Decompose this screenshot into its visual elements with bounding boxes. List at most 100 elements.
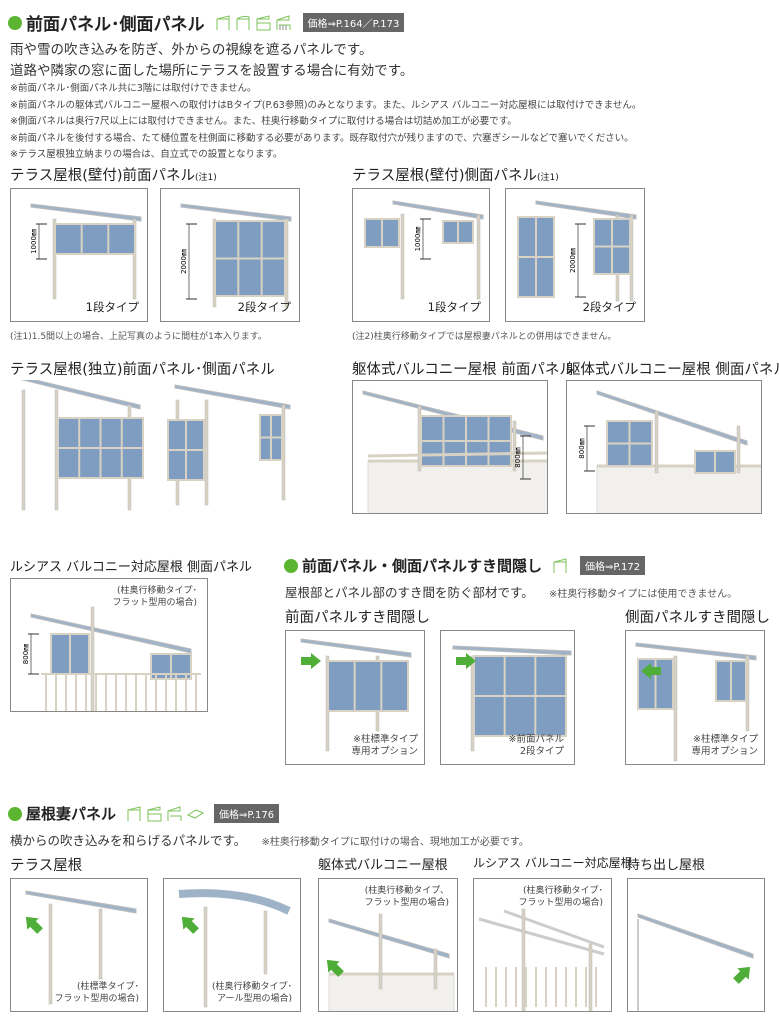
image-note: (柱奥行移動タイプ･フラット型用の場合) xyxy=(518,885,603,909)
balcony-icon xyxy=(147,805,162,821)
note: ※テラス屋根独立納まりの場合は、自立式での設置となります。 xyxy=(10,149,283,160)
subheading: 側面パネルすき間隠し xyxy=(625,610,770,626)
note-line: ※前面パネル xyxy=(508,734,564,745)
type-label: 2段タイプ xyxy=(237,300,291,314)
price-badge: 価格⇒P.164／P.173 xyxy=(302,13,405,32)
image-note: (柱標準タイプ･ フラット型用の場合) xyxy=(54,981,139,1005)
section-title: 屋根妻パネル xyxy=(26,805,117,823)
section-title: 前面パネル・側面パネルすき間隠し xyxy=(302,557,543,575)
description-line: 雨や雪の吹き込みを防ぎ、外からの視線を遮るパネルです。 xyxy=(10,42,373,58)
type-label: 1段タイプ xyxy=(427,300,481,314)
note-line: ※柱標準タイプ xyxy=(693,734,758,745)
note: ※柱奥行移動タイプに取付けの場合、現地加工が必要です。 xyxy=(261,837,529,848)
section-gap-cover-header: 前面パネル・側面パネルすき間隠し 価格⇒P.172 xyxy=(284,555,646,576)
note-line: フラット型用の場合) xyxy=(112,598,197,608)
image-note: ※柱標準タイプ専用オプション xyxy=(691,734,758,758)
image-note: (柱奥行移動タイプ、フラット型用の場合) xyxy=(364,885,449,909)
product-illustration: 1000㎜ xyxy=(364,200,484,300)
cantilever-icon xyxy=(186,808,205,819)
note-line: フラット型用の場合) xyxy=(364,898,449,908)
type-label: 2段タイプ xyxy=(582,300,636,314)
product-illustration xyxy=(452,645,572,752)
product-image: (柱奥行移動タイプ、フラット型用の場合) xyxy=(318,878,458,1012)
product-illustration: 800㎜ xyxy=(22,606,201,711)
product-image: (柱奥行移動タイプ･ アール型用の場合) xyxy=(163,878,301,1012)
product-illustration xyxy=(20,380,144,511)
note-line: (柱奥行移動タイプ･ xyxy=(116,586,197,596)
product-illustration xyxy=(300,638,412,752)
svg-text:2000㎜: 2000㎜ xyxy=(569,248,577,273)
product-illustration: 800㎜ xyxy=(362,390,547,513)
note-line: (柱奥行移動タイプ、 xyxy=(364,886,449,896)
description: 屋根部とパネル部のすき間を防ぐ部材です。 xyxy=(285,585,534,600)
price-badge: 価格⇒P.176 xyxy=(214,804,280,823)
footnote-ref: (注1) xyxy=(195,173,217,183)
product-illustration xyxy=(178,889,291,1008)
subheading: 持ち出し屋根 xyxy=(627,858,706,873)
note: ※前面パネルの躯体式バルコニー屋根への取付けはBタイプ(P.63参照)のみとなり… xyxy=(10,99,642,111)
product-image xyxy=(10,380,150,514)
note-line: (柱標準タイプ･ xyxy=(76,982,139,992)
bullet-icon xyxy=(8,15,22,30)
footnote: (注2)柱奥行移動タイプでは屋根妻パネルとの併用はできません。 xyxy=(352,332,617,342)
terrace-icon xyxy=(127,805,141,821)
lucias-icon xyxy=(167,805,182,821)
section-title: 前面パネル･側面パネル xyxy=(26,15,205,35)
note: ※側面パネルは奥行7尺以上には取付けできません。また、柱奥行移動タイプに取付ける… xyxy=(10,116,517,127)
subheading: テラス屋根(壁付)前面パネル(注1) xyxy=(10,164,217,185)
note-line: フラット型用の場合) xyxy=(54,994,139,1004)
terrace-r-icon xyxy=(236,15,249,30)
svg-text:800㎜: 800㎜ xyxy=(514,447,522,467)
image-note: ※柱標準タイプ専用オプション xyxy=(351,734,418,758)
product-image: 800㎜ xyxy=(352,380,548,514)
product-illustration xyxy=(167,384,291,506)
lucias-icon xyxy=(276,14,290,30)
product-image: 2000㎜ 2段タイプ xyxy=(505,188,645,322)
balcony-icon xyxy=(256,14,270,30)
image-note: (柱奥行移動タイプ･ アール型用の場合) xyxy=(212,981,292,1005)
product-illustration: 2000㎜ xyxy=(180,203,292,308)
product-illustration xyxy=(326,913,455,1011)
note-line: アール型用の場合) xyxy=(217,994,292,1004)
subheading: 躯体式バルコニー屋根 xyxy=(318,858,448,873)
subheading: 躯体式バルコニー屋根 前面パネル xyxy=(352,362,574,378)
description-line: 道路や隣家の窓に面した場所にテラスを設置する場合に有効です。 xyxy=(10,63,414,79)
svg-text:1000㎜: 1000㎜ xyxy=(414,227,422,252)
subheading: 躯体式バルコニー屋根 側面パネル xyxy=(566,362,779,378)
subheading: テラス屋根(独立)前面パネル･側面パネル xyxy=(10,362,275,378)
terrace-icon xyxy=(216,14,229,30)
svg-text:800㎜: 800㎜ xyxy=(22,644,30,664)
product-illustration: 2000㎜ xyxy=(517,200,637,302)
product-illustration xyxy=(478,908,605,1011)
note-line: (柱奥行移動タイプ･ xyxy=(211,982,292,992)
description: 横からの吹き込みを和らげるパネルです。 xyxy=(10,833,247,848)
bullet-icon xyxy=(8,806,22,821)
footnote-ref: (注1) xyxy=(537,173,559,183)
product-type-icons xyxy=(552,557,570,575)
product-image: 800㎜ (柱奥行移動タイプ･ フラット型用の場合) xyxy=(10,578,208,712)
product-type-icons xyxy=(215,14,293,32)
product-type-icons xyxy=(126,805,205,823)
svg-text:1000㎜: 1000㎜ xyxy=(30,229,38,254)
footnote: (注1)1.5間以上の場合、上記写真のように間柱が1本入ります。 xyxy=(10,332,267,342)
product-illustration xyxy=(635,642,757,762)
notes: ※前面パネル･側面パネル共に3階には取付けできません。 ※前面パネルの躯体式バル… xyxy=(10,81,641,164)
subheading: ルシアス バルコニー対応屋根 xyxy=(473,856,633,870)
note: ※柱奥行移動タイプには使用できません。 xyxy=(549,589,738,600)
product-image xyxy=(627,878,765,1012)
product-image: 1000㎜ 1段タイプ xyxy=(352,188,490,322)
subheading: ルシアス バルコニー対応屋根 側面パネル xyxy=(10,560,253,575)
product-illustration: 800㎜ xyxy=(578,390,761,513)
product-image: ※柱標準タイプ専用オプション xyxy=(285,630,425,765)
product-illustration xyxy=(637,913,754,1011)
product-image: ※柱標準タイプ専用オプション xyxy=(625,630,765,765)
note-line: ※柱標準タイプ xyxy=(353,734,418,745)
bullet-icon xyxy=(284,558,298,573)
subheading: テラス屋根 xyxy=(10,858,83,874)
subheading: 前面パネルすき間隠し xyxy=(285,610,430,626)
price-badge: 価格⇒P.172 xyxy=(580,556,646,575)
note-line: 2段タイプ xyxy=(519,746,564,757)
product-image xyxy=(160,380,300,514)
description-line: 屋根部とパネル部のすき間を防ぐ部材です。 ※柱奥行移動タイプには使用できません。 xyxy=(285,582,737,601)
